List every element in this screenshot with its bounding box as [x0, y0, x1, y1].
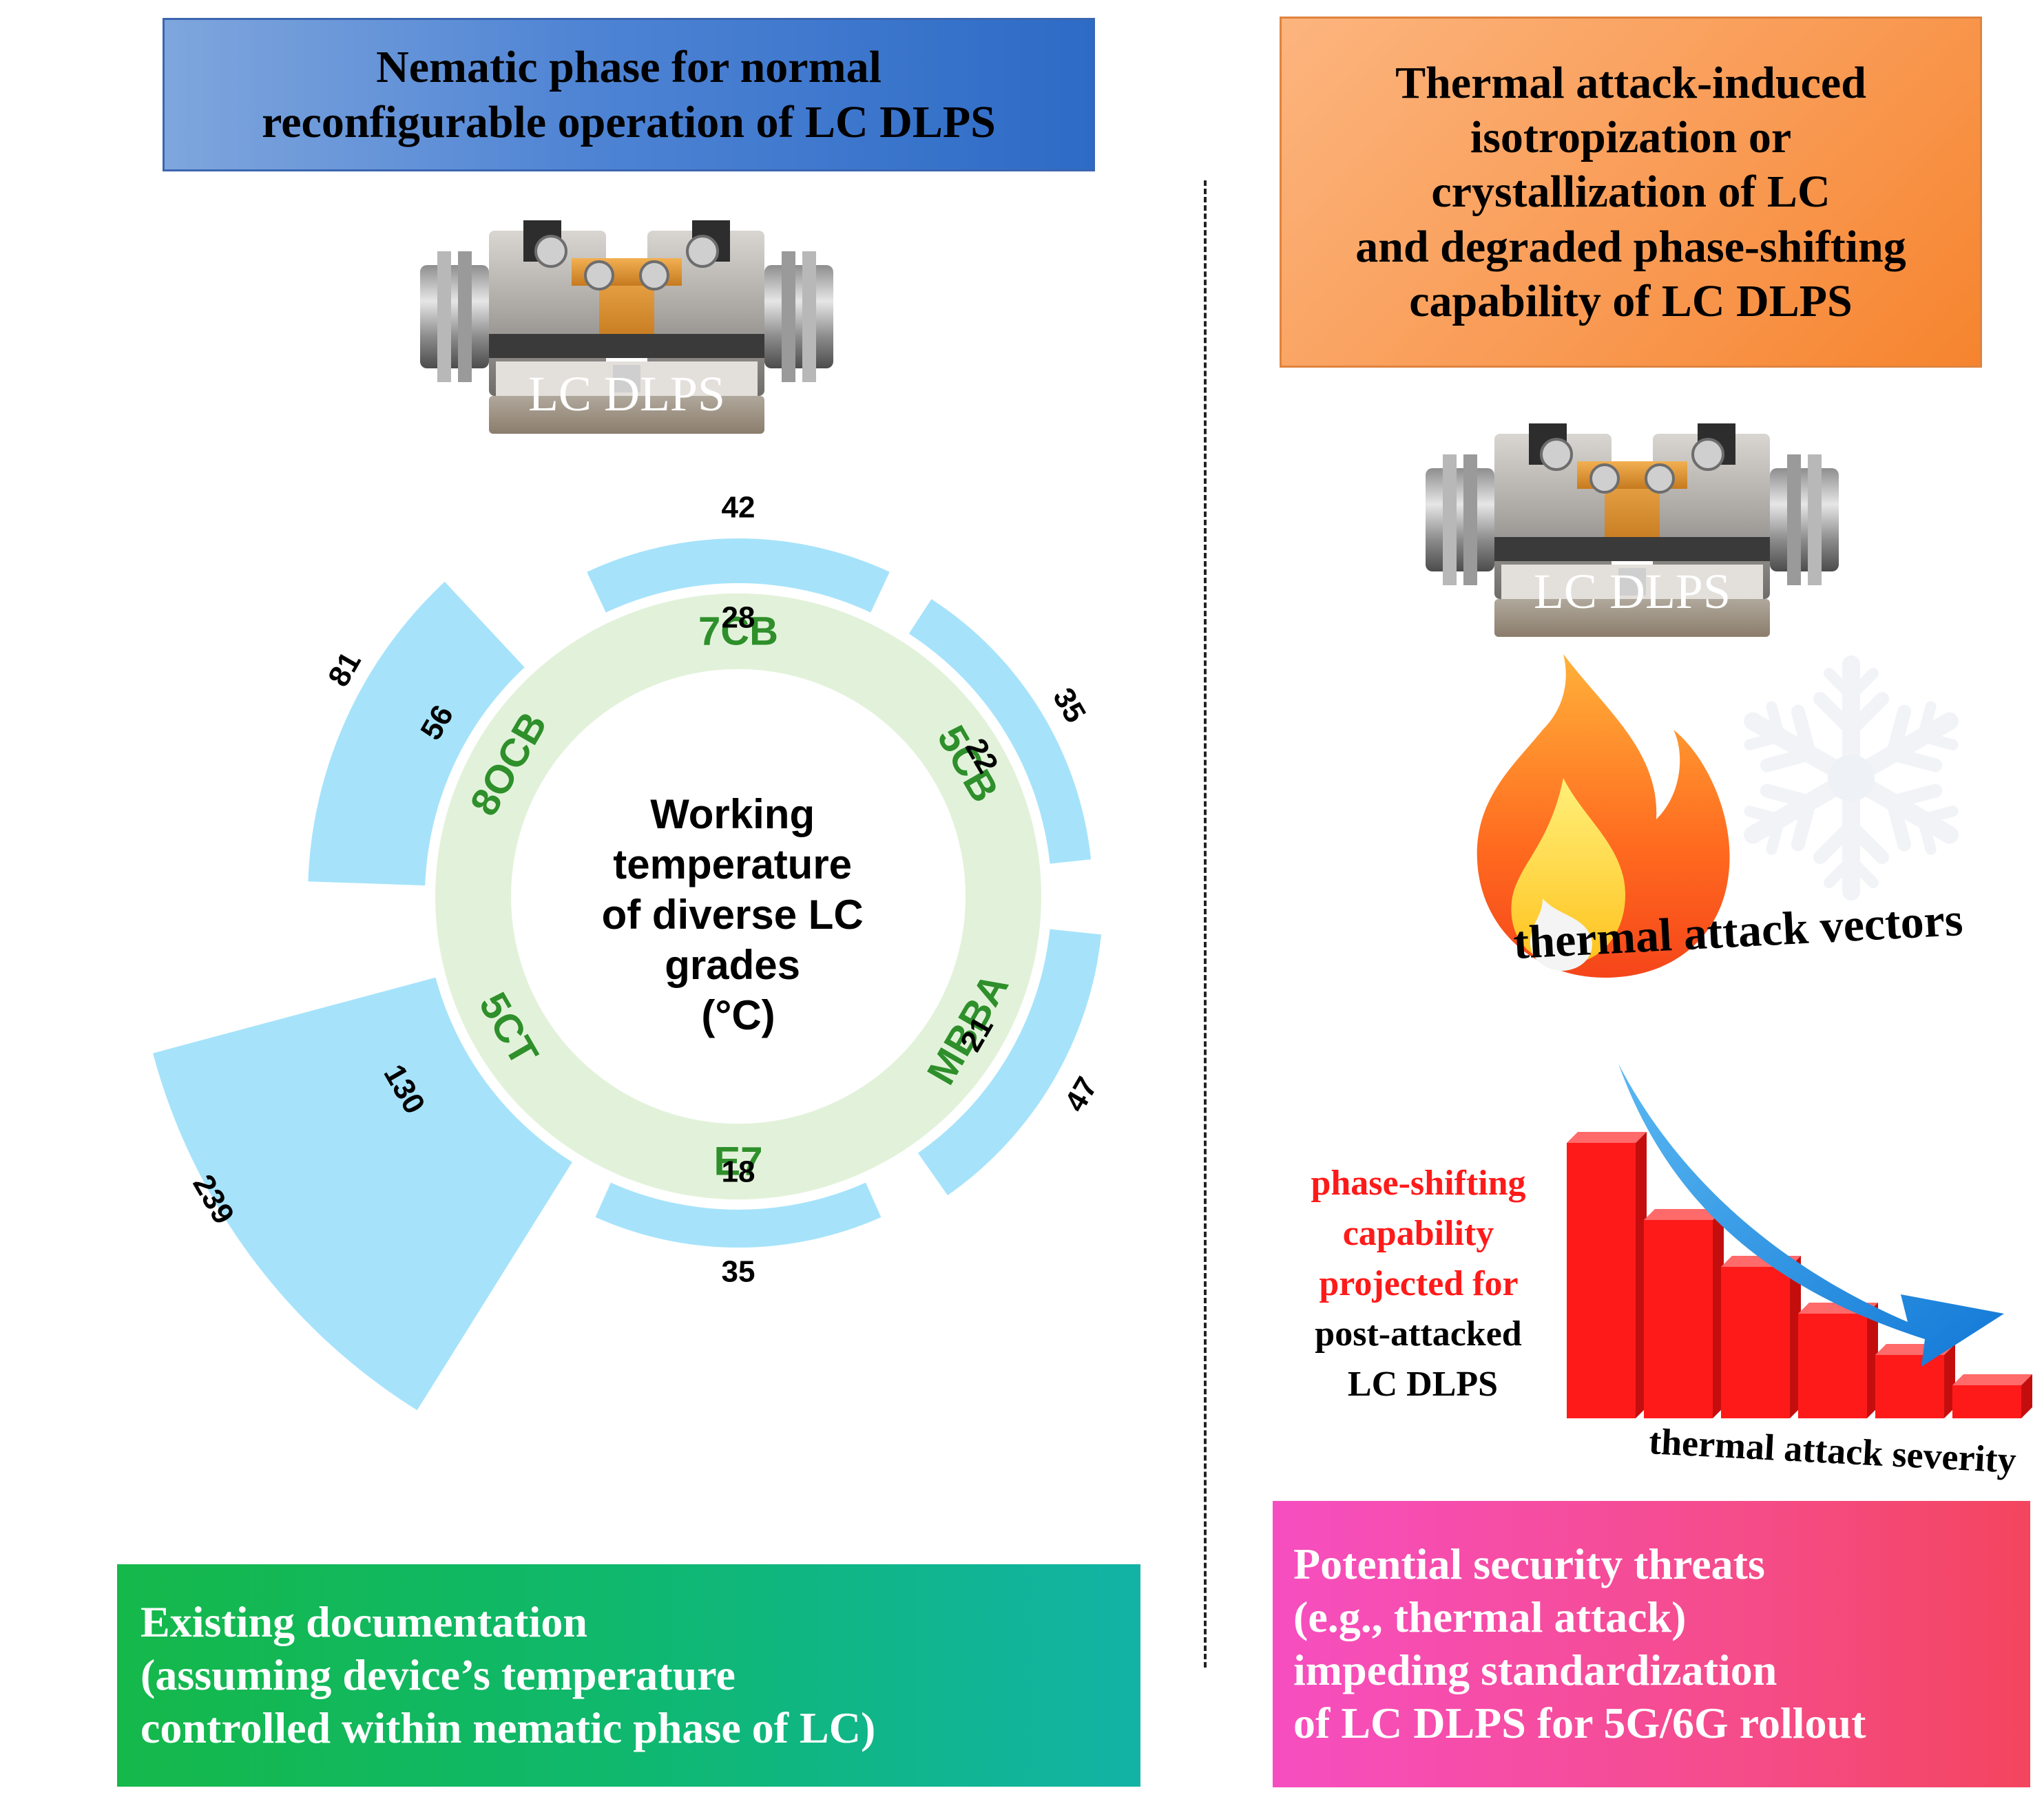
bottom-right-line: Potential security threats [1293, 1539, 1765, 1589]
svg-text:phase-shifting capability: phase-shifting capability projected for … [1311, 1164, 1534, 1404]
device-label-left: LC DLPS [528, 366, 725, 421]
severity-bar [1952, 1385, 2021, 1418]
left-title-box: Nematic phase for normal reconfigurable … [163, 18, 1095, 171]
center-text-line: grades [665, 942, 800, 988]
left-title-line: Nematic phase for normal [376, 42, 882, 93]
bottom-left-line: controlled within nematic phase of LC) [140, 1703, 876, 1752]
temp-high-e7: 35 [722, 1255, 755, 1289]
temperature-band-5cb [908, 599, 1092, 864]
severity-bar [1644, 1220, 1713, 1418]
bar-label-black-line: post-attacked [1315, 1314, 1522, 1354]
center-text-line: of diverse LC [602, 892, 864, 938]
right-title-box: Thermal attack-induced isotropization or… [1280, 17, 1982, 368]
bottom-left-box: Existing documentation (assuming device’… [117, 1564, 1140, 1787]
right-title-line: isotropization or [1470, 112, 1792, 163]
decline-arrow-icon [1618, 1064, 2004, 1367]
severity-bar [1567, 1143, 1636, 1418]
snowflake-icon [1738, 664, 1965, 892]
bar-label-red-line: capability [1343, 1214, 1494, 1253]
right-title-line: capability of LC DLPS [1409, 275, 1853, 326]
grade-label-7cb: 7CB [698, 609, 778, 654]
center-text-line: Working [650, 791, 815, 837]
temperature-band-5ct [152, 977, 572, 1411]
bottom-left-line: (assuming device’s temperature [140, 1650, 736, 1700]
right-title-line: Thermal attack-induced [1395, 58, 1866, 109]
bar-label-red-line: phase-shifting [1311, 1164, 1525, 1203]
flame-icon [1477, 654, 1730, 978]
temperature-band-e7 [595, 1182, 882, 1248]
bottom-right-line: impeding standardization [1293, 1646, 1777, 1694]
bar-label-red-line: projected for [1319, 1264, 1517, 1303]
right-title-line: crystallization of LC [1431, 167, 1831, 218]
severity-bar [1798, 1314, 1867, 1418]
severity-bar-top [1567, 1132, 1647, 1143]
severity-bar-top [1644, 1209, 1724, 1220]
device-label-right: LC DLPS [1534, 564, 1731, 619]
dashed-divider [1204, 180, 1207, 1668]
temp-high-mbba: 47 [1058, 1071, 1105, 1117]
temp-high-7cb: 42 [722, 491, 755, 525]
bottom-right-line: (e.g., thermal attack) [1293, 1592, 1687, 1642]
severity-bar [1875, 1355, 1944, 1418]
temperature-band-mbba [917, 929, 1102, 1196]
severity-bar-top [1952, 1374, 2032, 1385]
center-text-line: (°C) [701, 992, 775, 1038]
bar-label-black-line: LC DLPS [1348, 1365, 1498, 1404]
temperature-band-8ocb [308, 581, 525, 886]
severity-bar [1721, 1267, 1790, 1418]
bottom-right-line: of LC DLPS for 5G/6G rollout [1293, 1698, 1866, 1747]
grade-label-e7: E7 [714, 1139, 763, 1184]
temp-high-8ocb: 81 [322, 647, 368, 693]
bottom-right-box: Potential security threats (e.g., therma… [1273, 1501, 2030, 1787]
temp-low-e7: 18 [722, 1155, 755, 1189]
temp-high-5cb: 35 [1046, 682, 1092, 728]
temperature-band-7cb [587, 538, 890, 613]
bar-chart-x-label: thermal attack severity [1648, 1420, 2017, 1481]
svg-text:Working temperature of: Working temperature of diverse LC grades… [602, 791, 875, 1038]
right-title-line: and degraded phase-shifting [1355, 221, 1906, 272]
temp-low-7cb: 28 [722, 601, 755, 635]
severity-bar-side [2021, 1374, 2032, 1418]
bottom-left-line: Existing documentation [140, 1597, 587, 1647]
center-text-line: temperature [613, 841, 852, 887]
left-title-line: reconfigurable operation of LC DLPS [262, 96, 996, 147]
